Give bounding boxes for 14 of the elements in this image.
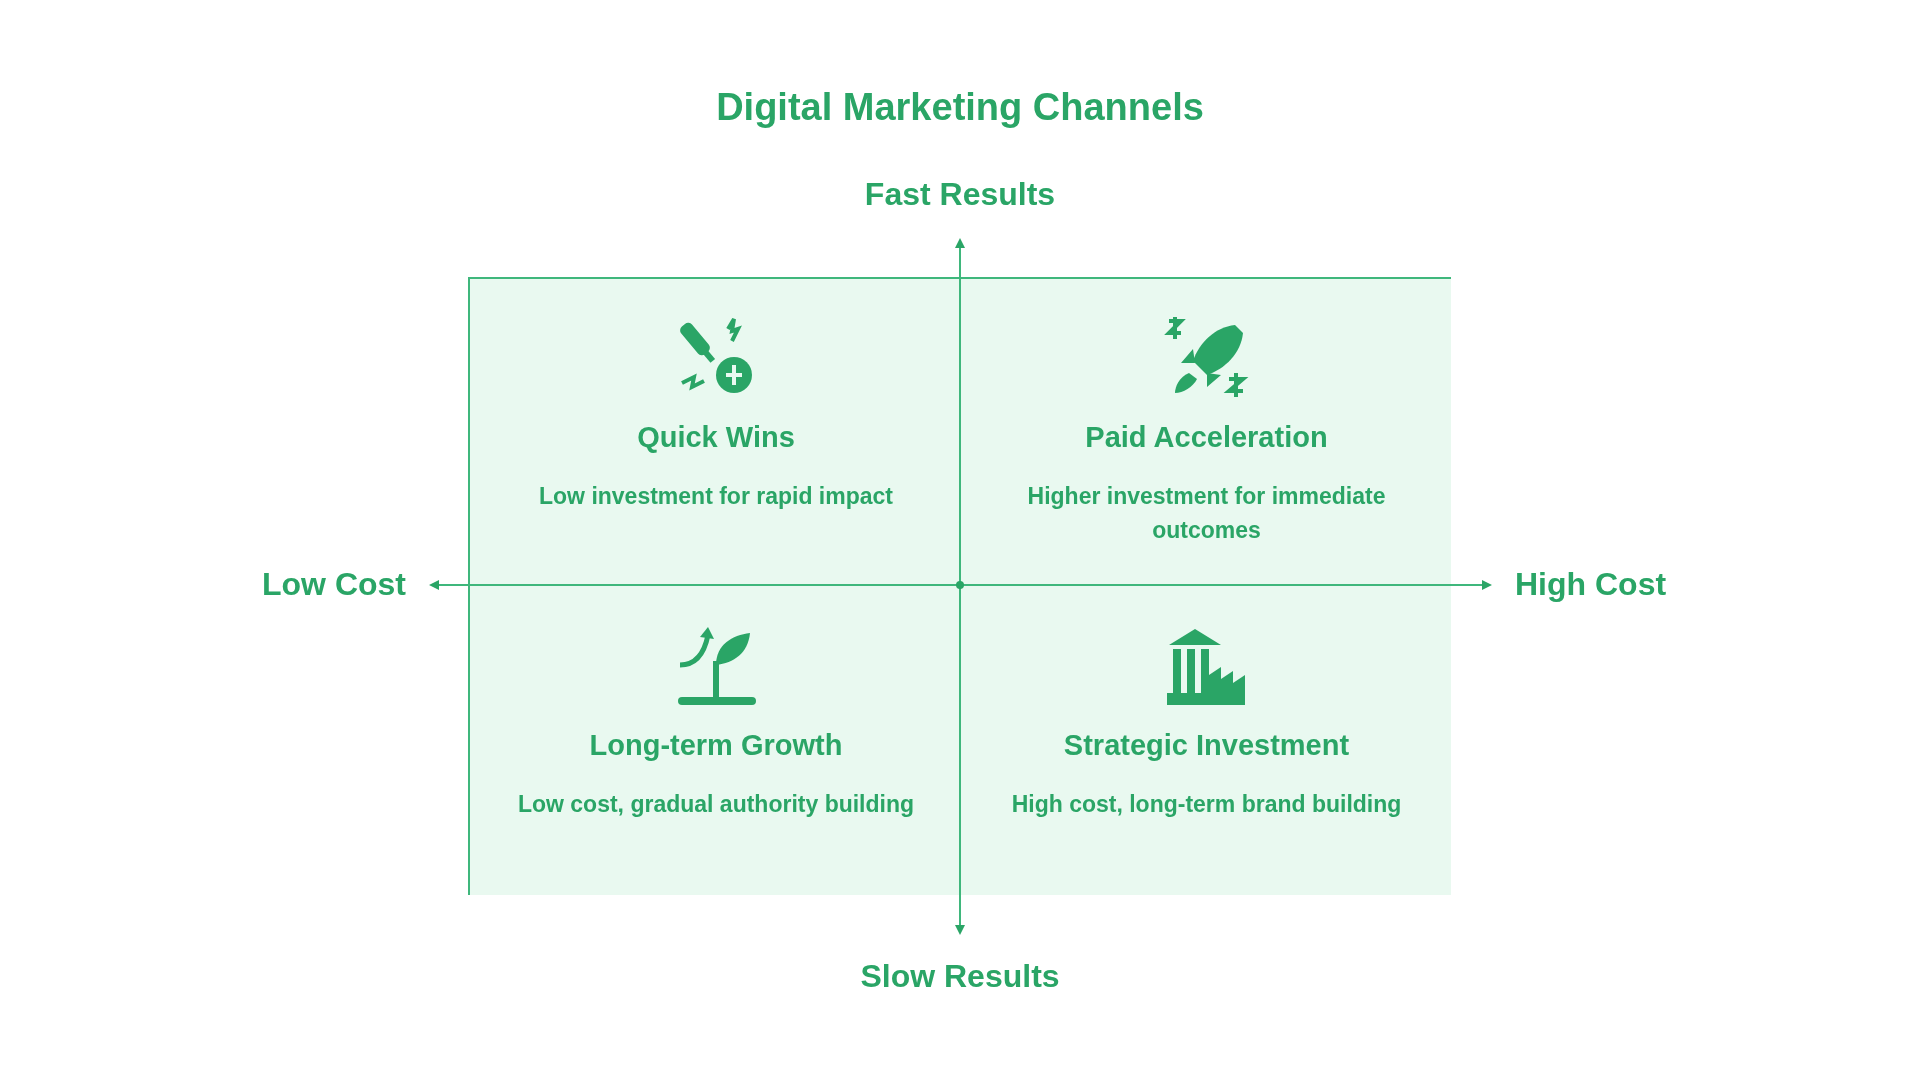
quadrant-description: Low cost, gradual authority building [516,790,916,819]
axis-label: Low Cost [262,566,406,603]
quadrant-description: Low investment for rapid impact [538,482,894,511]
quadrant-title: Long-term Growth [589,729,843,762]
axis-label: High Cost [1515,566,1667,603]
quadrant-description: Higher investment for immediate outcomes [1026,482,1387,545]
chart-title: Digital Marketing Channels [716,86,1204,129]
axis-label: Fast Results [864,176,1056,213]
quadrant-description: High cost, long-term brand building [1010,790,1403,819]
quadrant-box [962,587,1451,895]
quadrant-title: Paid Acceleration [1085,421,1328,454]
quadrant-title: Strategic Investment [1063,729,1350,762]
quadrant-title: Quick Wins [637,421,795,454]
axis-label: Slow Results [860,958,1060,995]
